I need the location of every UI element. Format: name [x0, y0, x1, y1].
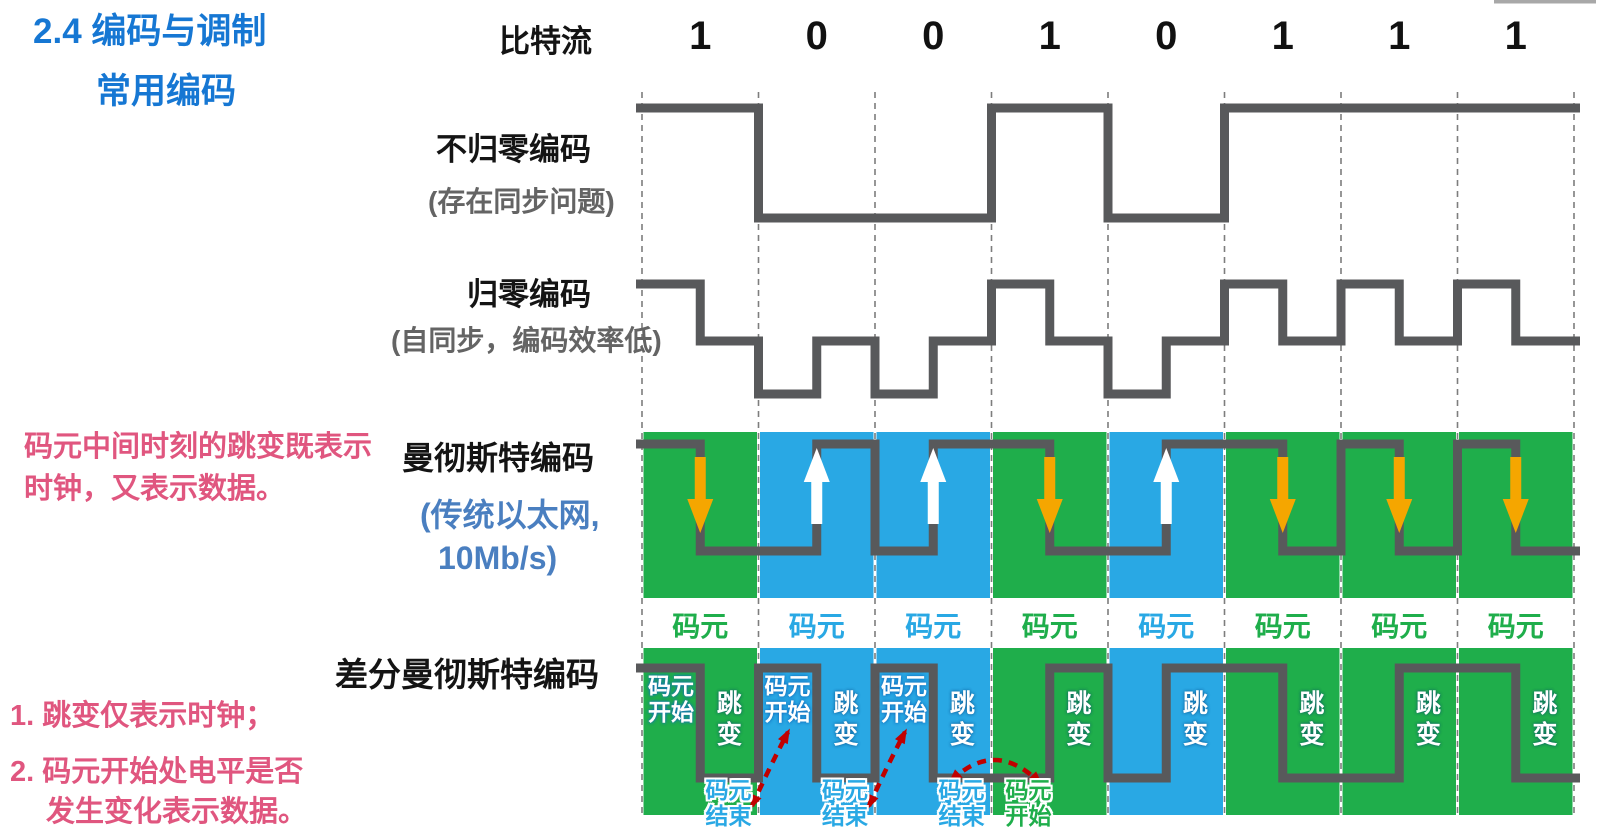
note-diff-principle-2a: 2. 码元开始处电平是否 [10, 756, 304, 788]
row-note-manchester-line2: 10Mb/s) [438, 540, 558, 576]
bit-value: 1 [1271, 14, 1294, 58]
note-manchester-principle-line1: 码元中间时刻的跳变既表示 [24, 431, 373, 463]
transition-label: 跳变 [1299, 690, 1325, 749]
row-note-nrz: (存在同步问题) [428, 186, 615, 217]
symbol-cell-label: 码元 [1138, 611, 1195, 642]
symbol-start-label: 码元开始 [764, 673, 811, 725]
transition-label: 跳变 [1415, 690, 1441, 749]
compare-arrow-end1-start2 [749, 728, 790, 810]
compare-arrow-end2-start3 [866, 728, 907, 810]
symbol-cell-label: 码元 [1254, 611, 1311, 642]
symbol-cell-label: 码元 [1371, 611, 1428, 642]
transition-label: 跳变 [833, 690, 859, 749]
transition-label: 跳变 [1066, 690, 1092, 749]
arrow-down-icon [1269, 499, 1296, 533]
arrow-down-icon [1502, 499, 1529, 533]
note-diff-principle-2b: 发生变化表示数据。 [46, 796, 308, 828]
compare-arrow-end3-start4 [948, 757, 1043, 786]
row-label-nrz: 不归零编码 [436, 132, 591, 167]
rz-wave [636, 279, 1580, 399]
slide-title-line1: 2.4 编码与调制 [33, 12, 267, 51]
row-label-rz: 归零编码 [467, 277, 591, 312]
arrow-up-icon [1153, 448, 1180, 482]
symbol-start-label: 码元开始 [1005, 777, 1052, 829]
arrow-down-icon [1386, 499, 1413, 533]
row-label-bitstream: 比特流 [499, 24, 592, 59]
arrow-up-icon [920, 448, 947, 482]
level-comparison-arrows [749, 728, 1043, 810]
row-label-manchester: 曼彻斯特编码 [402, 440, 595, 476]
bit-value: 0 [805, 14, 828, 58]
symbol-start-label: 码元开始 [881, 673, 927, 725]
symbol-end-label: 码元结束 [938, 777, 985, 829]
row-note-manchester-line1: (传统以太网, [420, 497, 600, 533]
arrow-down-icon [1036, 499, 1063, 533]
symbol-end-label: 码元结束 [822, 777, 868, 829]
transition-label: 跳变 [949, 690, 975, 749]
bit-value: 0 [1155, 14, 1178, 58]
symbol-cell-label: 码元 [905, 611, 962, 642]
arrow-down-icon [687, 499, 714, 533]
row-note-rz: (自同步，编码效率低) [391, 325, 662, 356]
nrz-wave [636, 103, 1580, 223]
transition-label: 跳变 [1532, 690, 1558, 749]
symbol-cell-label: 码元 [672, 611, 729, 642]
color-bands [643, 432, 1573, 815]
symbol-cell-label: 码元 [1487, 611, 1544, 642]
diff-manchester-wave [636, 663, 1580, 783]
note-diff-principle-1: 1. 跳变仅表示时钟； [10, 700, 275, 732]
bit-value: 1 [1388, 14, 1411, 58]
symbol-end-label: 码元结束 [705, 777, 752, 829]
top-right-edge-artifact [1494, 0, 1596, 4]
bit-value: 1 [1038, 14, 1061, 58]
bit-value: 1 [1504, 14, 1527, 58]
transition-label: 跳变 [1182, 690, 1208, 749]
mid-bit-transition-arrows [687, 448, 1529, 533]
bit-value: 0 [922, 14, 945, 58]
symbol-cell-label: 码元 [1021, 611, 1078, 642]
arrow-up-icon [803, 448, 830, 482]
symbol-start-label: 码元开始 [648, 673, 694, 725]
symbol-cell-label: 码元 [788, 611, 845, 642]
bit-value: 1 [689, 14, 712, 58]
note-manchester-principle-line2: 时钟，又表示数据。 [24, 473, 286, 505]
transition-label: 跳变 [716, 690, 742, 749]
row-label-diff-manchester: 差分曼彻斯特编码 [335, 656, 599, 693]
slide-title-line2: 常用编码 [96, 72, 237, 111]
